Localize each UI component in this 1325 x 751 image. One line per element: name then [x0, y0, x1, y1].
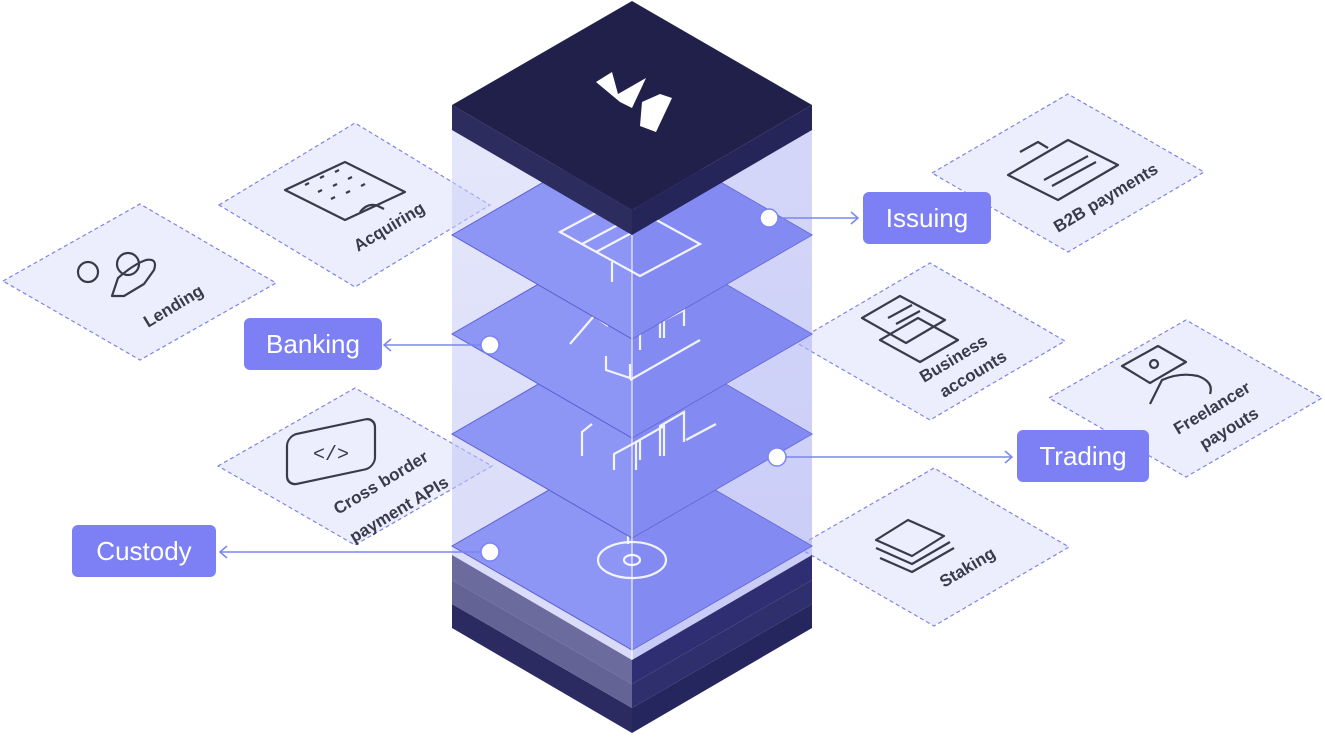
label-custody: Custody	[72, 525, 216, 577]
tile-cross-border: </> Cross border payment APIs	[216, 387, 494, 546]
tower-top-block	[452, 1, 812, 235]
tile-business: Business accounts	[793, 262, 1067, 421]
connector-trading	[767, 447, 1014, 467]
briefcase-icon	[1006, 138, 1120, 202]
label-banking: Banking	[244, 318, 382, 370]
label-issuing: Issuing	[863, 192, 991, 244]
brand-logo	[596, 72, 672, 132]
tile-staking: Staking	[795, 467, 1071, 627]
connector-custody	[218, 542, 500, 562]
coins-hand-icon	[76, 251, 157, 298]
documents-icon	[860, 294, 960, 364]
connector-issuing	[759, 208, 860, 228]
tile-lending: Lending	[1, 203, 278, 361]
tower-base-block	[452, 555, 812, 733]
tower	[451, 1, 813, 733]
code-icon: </>	[285, 418, 377, 486]
building-icon	[283, 160, 407, 222]
tile-acquiring: Acquiring	[217, 122, 492, 288]
tile-freelancer: Freelancer payouts	[1047, 319, 1324, 478]
trading-chart-icon	[580, 410, 717, 470]
label-trading: Trading	[1017, 430, 1149, 482]
stack-layers-icon	[874, 518, 955, 574]
phone-hand-icon	[1120, 344, 1212, 405]
svg-text:</>: </>	[313, 444, 349, 467]
connector-banking	[382, 335, 500, 355]
